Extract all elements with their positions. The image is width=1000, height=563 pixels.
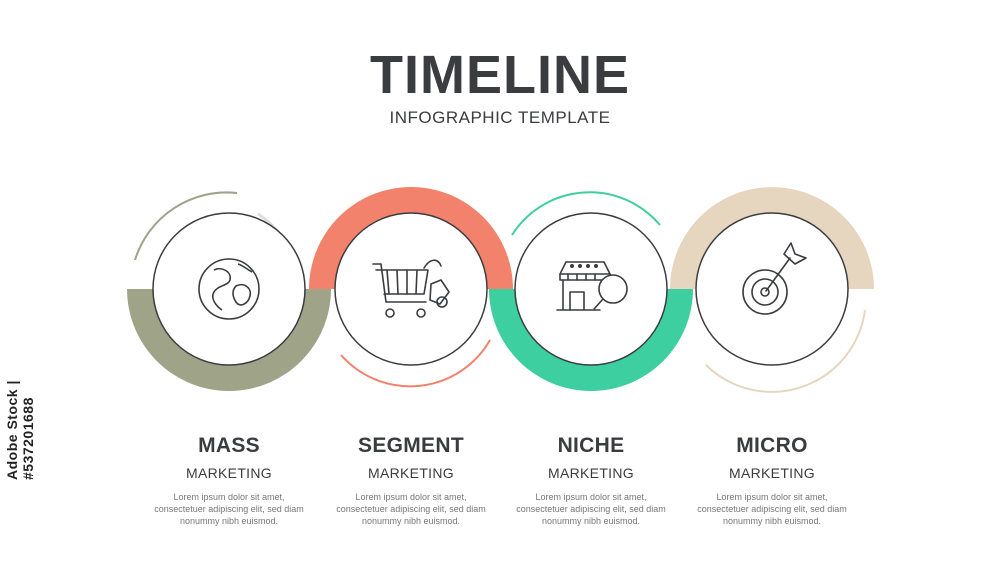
step-description: Lorem ipsum dolor sit amet, consectetuer… [311, 491, 511, 527]
step-heading: NICHE [557, 434, 625, 457]
micro-circle [695, 212, 849, 366]
step-description-line: Lorem ipsum dolor sit amet, [535, 492, 647, 502]
step-description-line: consectetuer adipiscing elit, sed diam [697, 504, 847, 514]
step-subheading: MARKETING [548, 465, 634, 481]
shopping-cart-icon [372, 259, 450, 318]
mass-circle [152, 212, 306, 366]
globe-icon [198, 258, 260, 320]
niche-circle [514, 212, 668, 366]
step-heading: SEGMENT [358, 434, 464, 457]
step-description-line: Lorem ipsum dolor sit amet, [173, 492, 285, 502]
mass-accent-arc [134, 191, 238, 261]
page-title: TIMELINE [370, 45, 630, 105]
step-description-line: Lorem ipsum dolor sit amet, [716, 492, 828, 502]
step-niche: NICHE MARKETING Lorem ipsum dolor sit am… [491, 434, 691, 527]
step-subheading: MARKETING [186, 465, 272, 481]
segment-accent-arc [340, 339, 491, 388]
step-subheading: MARKETING [368, 465, 454, 481]
step-description-line: nonummy nibh euismod. [541, 516, 641, 526]
step-micro: MICRO MARKETING Lorem ipsum dolor sit am… [672, 434, 872, 527]
step-description: Lorem ipsum dolor sit amet, consectetuer… [491, 491, 691, 527]
step-description-line: nonummy nibh euismod. [722, 516, 822, 526]
step-segment: SEGMENT MARKETING Lorem ipsum dolor sit … [311, 434, 511, 527]
step-description-line: consectetuer adipiscing elit, sed diam [336, 504, 486, 514]
micro-accent-arc [705, 309, 866, 393]
niche-accent-arc [511, 191, 661, 236]
step-heading: MASS [198, 434, 260, 457]
step-description: Lorem ipsum dolor sit amet, consectetuer… [129, 491, 329, 527]
segment-band [309, 187, 513, 289]
page-subtitle: INFOGRAPHIC TEMPLATE [389, 108, 611, 127]
step-description: Lorem ipsum dolor sit amet, consectetuer… [672, 491, 872, 527]
niche-band [489, 289, 693, 391]
step-description-line: nonummy nibh euismod. [179, 516, 279, 526]
step-description-line: Lorem ipsum dolor sit amet, [355, 492, 467, 502]
mass-band [127, 289, 331, 391]
segment-circle [334, 212, 488, 366]
step-heading: MICRO [736, 434, 808, 457]
step-subheading: MARKETING [729, 465, 815, 481]
step-mass: MASS MARKETING Lorem ipsum dolor sit ame… [129, 434, 329, 527]
micro-band [670, 187, 874, 289]
store-search-icon [556, 261, 628, 311]
step-description-line: nonummy nibh euismod. [361, 516, 461, 526]
step-description-line: consectetuer adipiscing elit, sed diam [154, 504, 304, 514]
target-icon [742, 242, 807, 315]
step-description-line: consectetuer adipiscing elit, sed diam [516, 504, 666, 514]
